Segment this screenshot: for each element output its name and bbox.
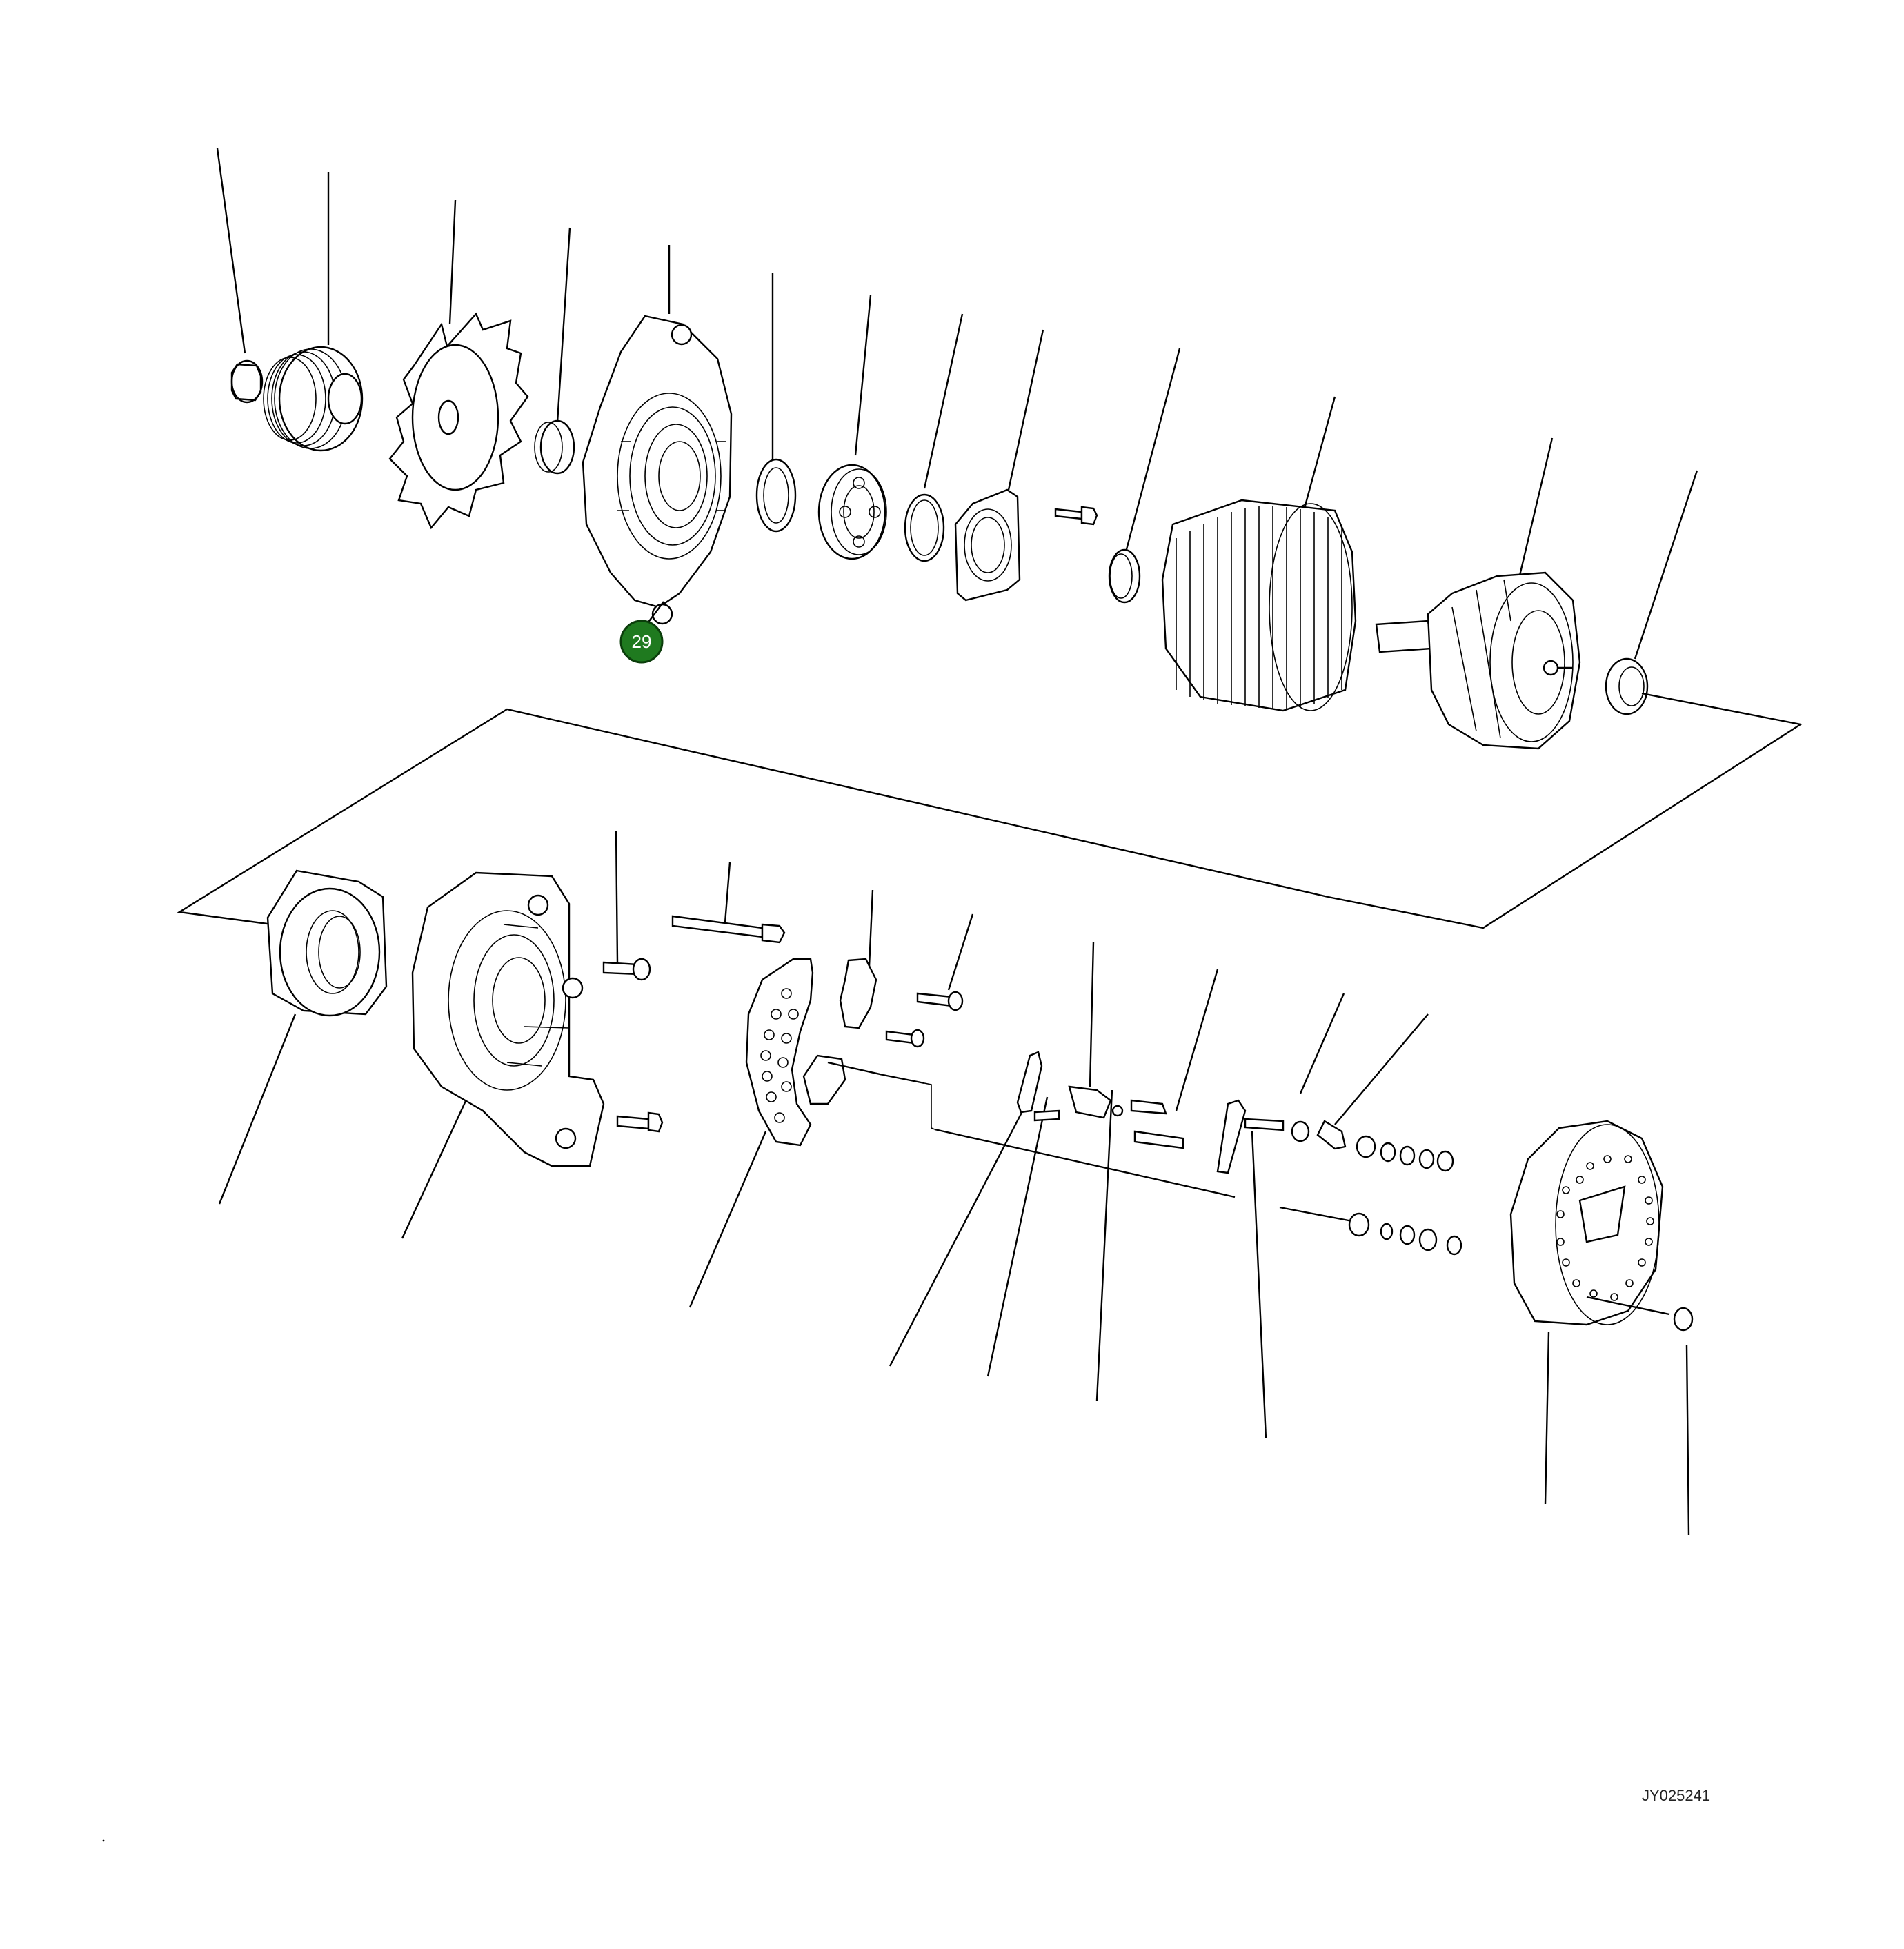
collar-ring (1108, 548, 1141, 604)
slip-ring-housing (266, 869, 388, 1017)
retainer-washer (755, 458, 797, 533)
cover-nut (1673, 1307, 1694, 1332)
lower-leader-lines (218, 831, 1690, 1536)
figure-code: JY025241 (1642, 1787, 1710, 1804)
through-bolt-2 (671, 915, 786, 944)
bearing-retainer-plate (954, 488, 1021, 602)
cover-vent-holes (1556, 1155, 1654, 1301)
rotor (1375, 571, 1581, 750)
terminal-bracket (1016, 1051, 1184, 1149)
assembly-plane (177, 692, 1803, 929)
voltage-regulator (839, 958, 964, 1048)
rectifier-diode-plate (745, 958, 1236, 1198)
retainer-screw (1054, 506, 1098, 526)
stray-dot (102, 1839, 105, 1842)
diode-holes (760, 988, 799, 1123)
terminal-stud (1216, 1099, 1285, 1174)
pulley (263, 346, 364, 452)
callout-29-label: 29 (632, 631, 652, 652)
pulley-nut (230, 359, 264, 404)
front-bearing (817, 464, 887, 560)
terminal-hardware-upper (1291, 1120, 1454, 1172)
spacer-ring (534, 419, 575, 475)
slip-ring-end-frame (411, 871, 605, 1167)
stator (1161, 499, 1357, 712)
terminal-hardware-lower (1279, 1206, 1462, 1256)
callout-29-badge[interactable]: 29 (619, 620, 664, 664)
cooling-fan (388, 312, 529, 530)
frame-bolt (616, 1111, 664, 1133)
stator-slots (1176, 506, 1342, 709)
rear-bearing (1605, 657, 1649, 715)
upper-leader-lines (216, 148, 1698, 660)
drive-end-frame (582, 315, 733, 625)
rear-cover (1509, 1120, 1670, 1326)
bearing-washer (904, 493, 945, 562)
through-bolt-1 (602, 958, 651, 981)
